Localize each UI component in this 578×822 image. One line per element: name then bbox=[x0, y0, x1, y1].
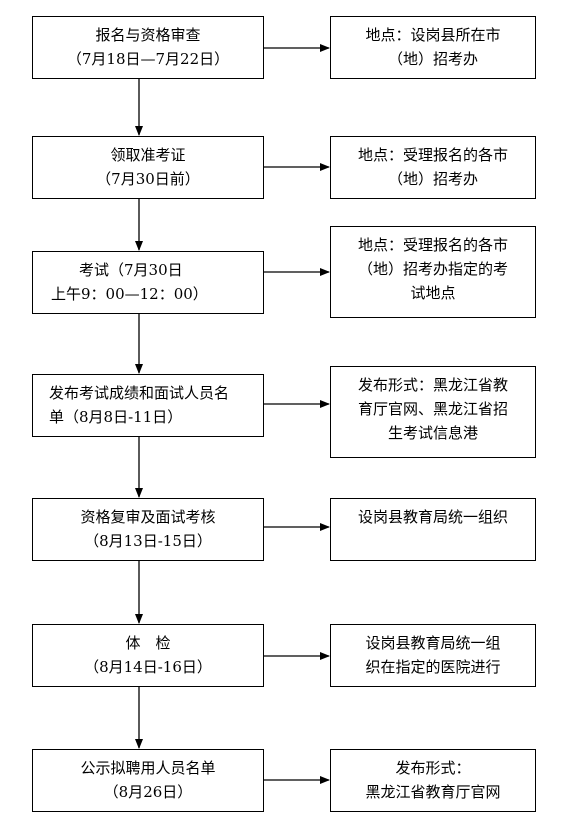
step-1-title: 报名与资格审查 bbox=[95, 26, 201, 44]
step-5-date: （8月13日-15日） bbox=[84, 532, 212, 550]
step-3-note-line-1: 地点：受理报名的各市 bbox=[357, 236, 508, 254]
step-4-date: 单（8月8日-11日） bbox=[49, 408, 183, 426]
step-2-note-box: 地点：受理报名的各市 （地）招考办 bbox=[330, 136, 536, 199]
step-6-note-line-1: 设岗县教育局统一组 bbox=[365, 634, 501, 652]
step-7-note-box: 发布形式： 黑龙江省教育厅官网 bbox=[330, 749, 536, 812]
step-7-note-line-1: 发布形式： bbox=[395, 759, 471, 777]
step-3-note-box: 地点：受理报名的各市 （地）招考办指定的考 试地点 bbox=[330, 226, 536, 318]
step-3-box: 考试（7月30日 上午9：00—12：00） bbox=[32, 251, 264, 314]
step-5-box: 资格复审及面试考核 （8月13日-15日） bbox=[32, 498, 264, 561]
step-4-note-box: 发布形式：黑龙江省教 育厅官网、黑龙江省招 生考试信息港 bbox=[330, 366, 536, 458]
step-4-note-line-2: 育厅官网、黑龙江省招 bbox=[357, 400, 508, 418]
step-4-note-line-3: 生考试信息港 bbox=[387, 424, 478, 442]
step-6-title: 体 检 bbox=[125, 634, 171, 652]
step-5-title: 资格复审及面试考核 bbox=[80, 508, 216, 526]
step-6-note-box: 设岗县教育局统一组 织在指定的医院进行 bbox=[330, 624, 536, 687]
step-1-note-line-1: 地点：设岗县所在市 bbox=[365, 26, 501, 44]
step-3-time: 上午9：00—12：00） bbox=[51, 285, 208, 303]
step-5-note-line-1: 设岗县教育局统一组织 bbox=[357, 508, 508, 526]
step-5-note-box: 设岗县教育局统一组织 bbox=[330, 498, 536, 561]
step-3-note-line-2: （地）招考办指定的考 bbox=[357, 260, 508, 278]
step-6-date: （8月14日-16日） bbox=[84, 658, 212, 676]
step-1-note-box: 地点：设岗县所在市 （地）招考办 bbox=[330, 16, 536, 79]
step-2-note-line-1: 地点：受理报名的各市 bbox=[357, 146, 508, 164]
step-1-date: （7月18日—7月22日） bbox=[66, 50, 230, 68]
step-4-box: 发布考试成绩和面试人员名 单（8月8日-11日） bbox=[32, 374, 264, 437]
step-7-date: （8月26日） bbox=[103, 783, 193, 801]
step-2-title: 领取准考证 bbox=[110, 146, 186, 164]
step-2-note-line-2: （地）招考办 bbox=[387, 170, 478, 188]
step-6-box: 体 检 （8月14日-16日） bbox=[32, 624, 264, 687]
step-2-box: 领取准考证 （7月30日前） bbox=[32, 136, 264, 199]
step-1-box: 报名与资格审查 （7月18日—7月22日） bbox=[32, 16, 264, 79]
step-6-note-line-2: 织在指定的医院进行 bbox=[365, 658, 501, 676]
step-4-note-line-1: 发布形式：黑龙江省教 bbox=[357, 376, 508, 394]
step-2-date: （7月30日前） bbox=[96, 170, 200, 188]
step-3-note-line-3: 试地点 bbox=[410, 284, 456, 302]
step-7-note-line-2: 黑龙江省教育厅官网 bbox=[365, 783, 501, 801]
step-7-box: 公示拟聘用人员名单 （8月26日） bbox=[32, 749, 264, 812]
step-7-title: 公示拟聘用人员名单 bbox=[80, 759, 216, 777]
step-1-note-line-2: （地）招考办 bbox=[387, 50, 478, 68]
step-3-title: 考试（7月30日 bbox=[79, 261, 183, 279]
step-4-title: 发布考试成绩和面试人员名 bbox=[49, 384, 230, 402]
